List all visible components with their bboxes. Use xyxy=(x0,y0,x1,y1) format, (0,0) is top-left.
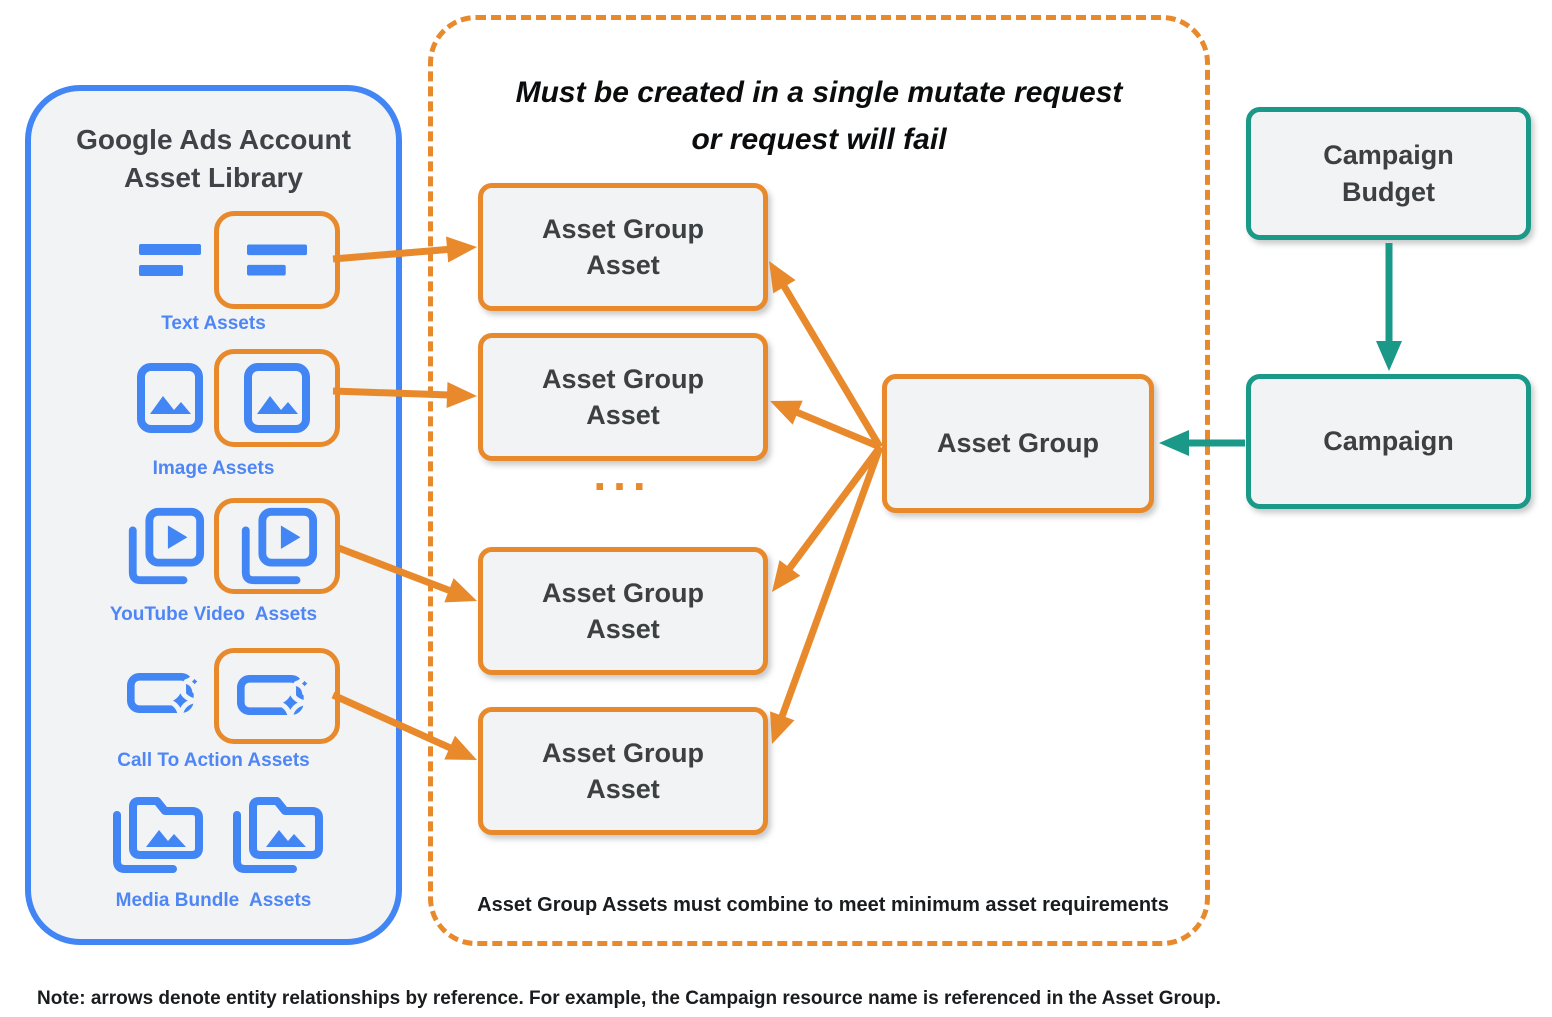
call-to-action-icon xyxy=(126,669,207,722)
youtube-video-assets-label: YouTube Video Assets xyxy=(109,604,318,625)
text-lines-icon xyxy=(139,244,201,281)
media-bundle-icon xyxy=(109,791,205,880)
media-bundle-assets-label: Media Bundle Assets xyxy=(115,890,312,911)
asset-library-title: Google Ads Account Asset Library xyxy=(76,124,351,193)
youtube-video-icon xyxy=(241,507,318,585)
mutate-title-line2: or request will fail xyxy=(691,122,947,156)
mutate-title-line1: Must be created in a single mutate reque… xyxy=(515,76,1123,109)
asset-group-asset-box-2: Asset Group Asset xyxy=(478,333,768,461)
image-icon xyxy=(137,363,203,438)
mutate-request-title: Must be created in a single mutate reque… xyxy=(433,70,1205,163)
image-icon xyxy=(244,363,310,433)
text-assets-label: Text Assets xyxy=(161,313,266,334)
image-asset-highlight-box xyxy=(214,349,340,447)
asset-library-panel: Google Ads Account Asset Library Text As… xyxy=(25,85,402,945)
more-assets-ellipsis: ... xyxy=(593,448,653,500)
asset-group-box: Asset Group xyxy=(882,374,1154,513)
asset-group-asset-box-4: Asset Group Asset xyxy=(478,707,768,835)
cta-asset-highlight-box xyxy=(214,648,340,744)
text-lines-icon xyxy=(247,244,307,276)
call-to-action-assets-label: Call To Action Assets xyxy=(117,750,310,771)
call-to-action-icon xyxy=(237,673,316,719)
reference-note: Note: arrows denote entity relationships… xyxy=(37,988,1221,1009)
campaign-budget-box: Campaign Budget xyxy=(1246,107,1531,240)
image-assets-label: Image Assets xyxy=(152,458,275,479)
campaign-box: Campaign xyxy=(1246,374,1531,509)
asset-group-asset-box-3: Asset Group Asset xyxy=(478,547,768,675)
youtube-video-icon xyxy=(123,505,205,592)
mutate-panel-footnote: Asset Group Assets must combine to meet … xyxy=(477,894,1169,916)
text-asset-highlight-box xyxy=(214,211,340,309)
asset-group-asset-box-1: Asset Group Asset xyxy=(478,183,768,311)
youtube-asset-highlight-box xyxy=(214,498,340,594)
media-bundle-icon xyxy=(229,791,325,880)
